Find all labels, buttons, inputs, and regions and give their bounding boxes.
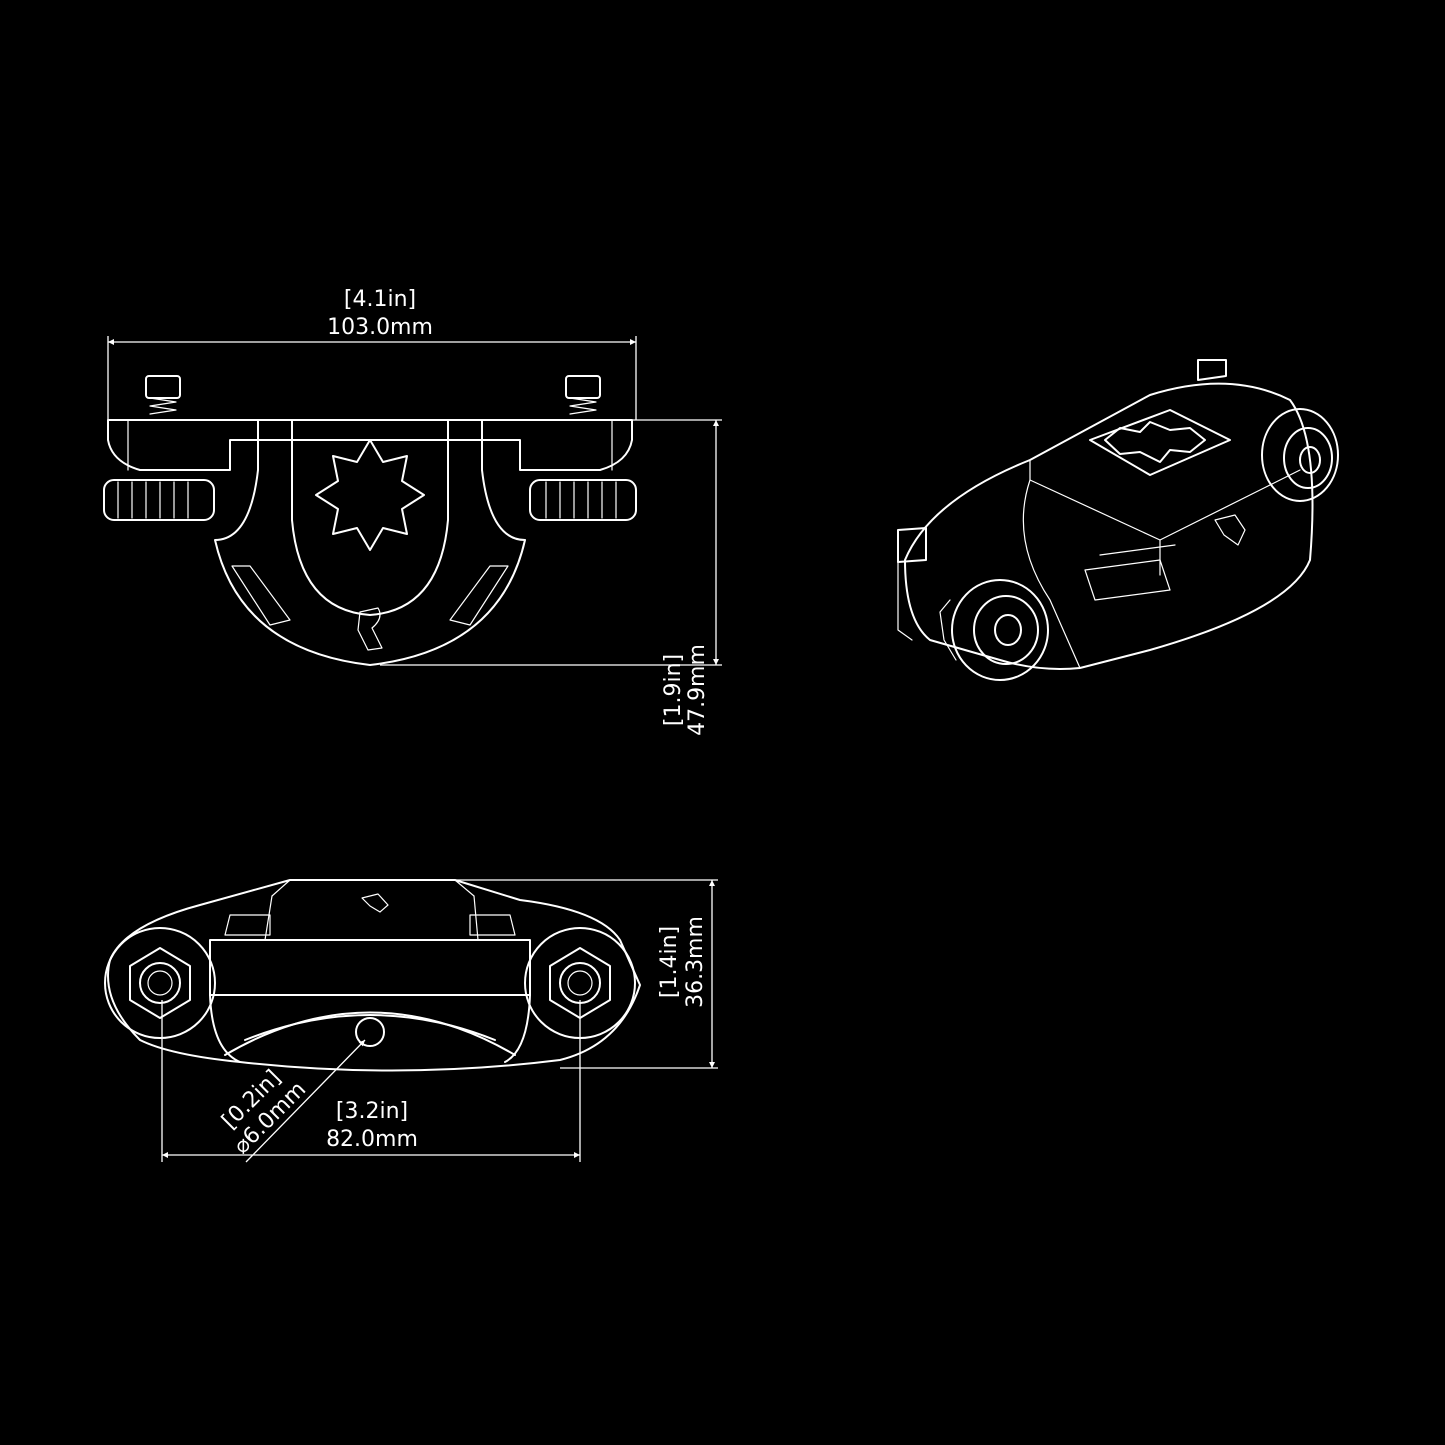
front-height-mm-label: 47.9mm: [685, 644, 710, 736]
left-top-bolt: [145, 375, 181, 415]
front-width-inch-label: [4.1in]: [344, 287, 416, 312]
bottom-height-mm-label: 36.3mm: [683, 916, 708, 1008]
logo-mark: [357, 607, 383, 651]
right-top-bolt: [565, 375, 601, 415]
bottom-left-knob: [104, 927, 216, 1039]
right-knob: [529, 479, 637, 521]
star-socket: [315, 439, 425, 551]
front-width-mm-label: 103.0mm: [327, 315, 433, 340]
bottom-view-drawing: [104, 879, 718, 1163]
front-view-drawing: [103, 336, 722, 666]
bottom-height-inch-label: [1.4in]: [657, 926, 682, 998]
iso-back-knob: [1261, 408, 1339, 502]
hole-mark: [355, 1017, 385, 1047]
isometric-view-drawing: [897, 359, 1339, 681]
left-knob: [103, 479, 215, 521]
iso-front-knob: [939, 579, 1049, 681]
hole-spacing-inch-label: [3.2in]: [336, 1099, 408, 1124]
front-height-inch-label: [1.9in]: [661, 654, 686, 726]
hole-spacing-mm-label: 82.0mm: [326, 1127, 418, 1152]
